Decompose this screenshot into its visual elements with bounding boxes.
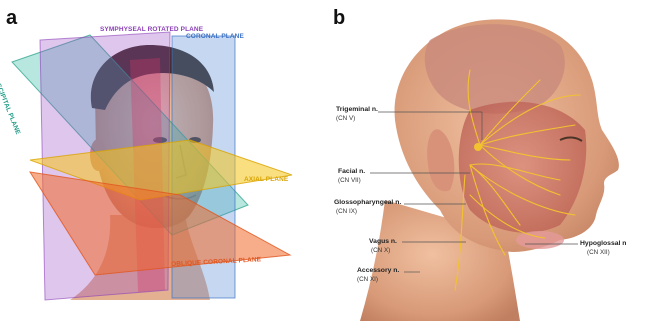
hypoglossal-cn: (CN XII)	[587, 250, 610, 256]
tongue-region	[516, 231, 564, 249]
glossopharyngeal-cn: (CN IX)	[336, 209, 357, 215]
accessory-label: Accessory n.	[357, 268, 399, 275]
facial-muscles	[459, 102, 587, 233]
facial-label: Facial n.	[338, 169, 365, 176]
trigeminal-ganglion	[474, 143, 482, 151]
trigeminal-label: Trigeminal n.	[336, 107, 378, 114]
axial-plane-label: AXIAL PLANE	[244, 177, 288, 184]
panel-a-letter: a	[6, 8, 17, 28]
hypoglossal-label: Hypoglossal n	[580, 241, 626, 248]
glossopharyngeal-label: Glossopharyngeal n.	[334, 200, 401, 207]
facial-cn: (CN VII)	[338, 178, 361, 184]
trigeminal-cn: (CN V)	[336, 116, 355, 122]
vagus-label: Vagus n.	[369, 239, 397, 246]
vagus-cn: (CN X)	[371, 248, 390, 254]
panel-b-letter: b	[333, 8, 345, 28]
panel-b-illustration	[360, 19, 619, 321]
coronal-plane-label: CORONAL PLANE	[186, 34, 244, 41]
accessory-cn: (CN XI)	[357, 277, 378, 283]
